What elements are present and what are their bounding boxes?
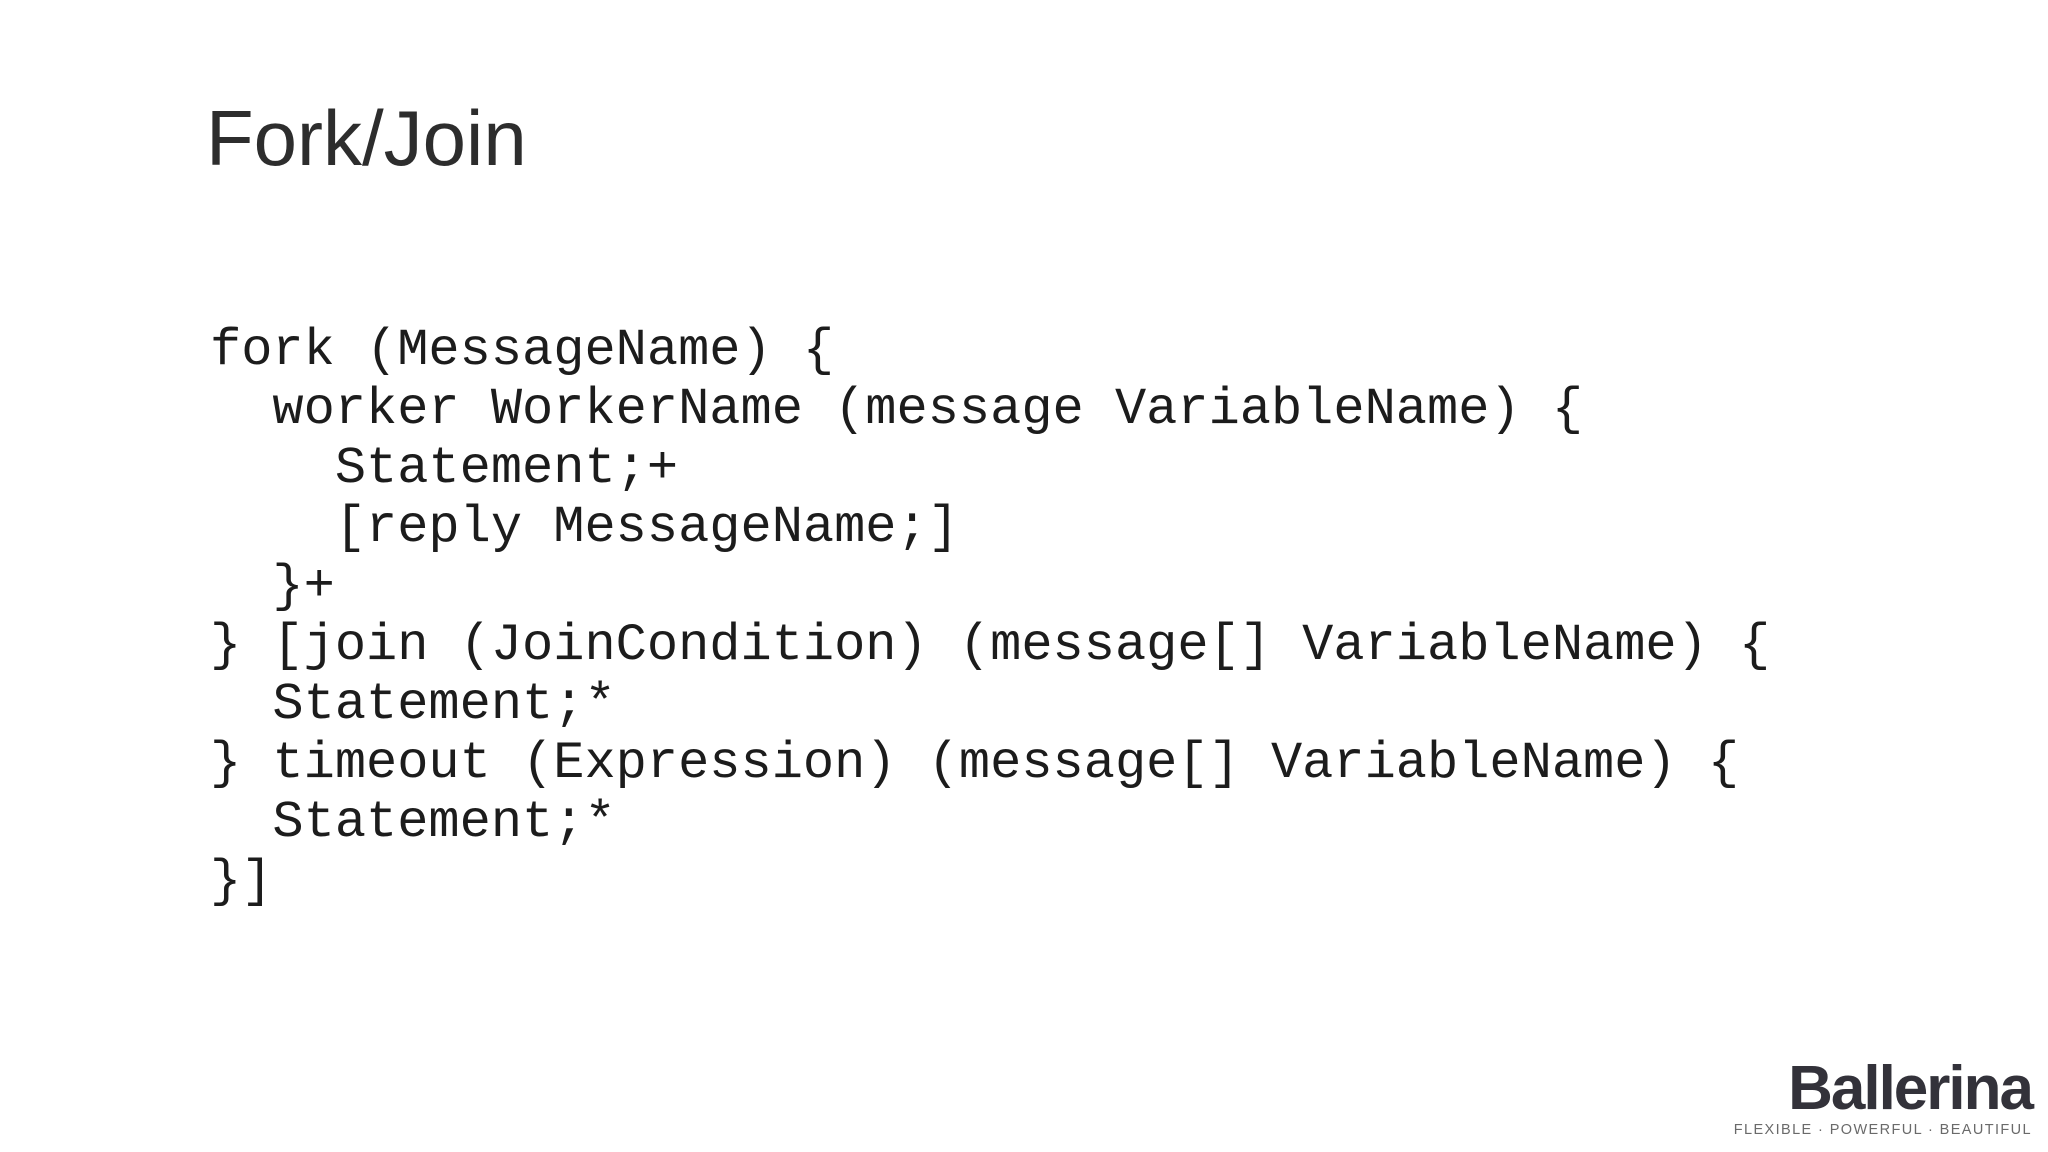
ballerina-logo: Ballerina FLEXIBLE · POWERFUL · BEAUTIFU… bbox=[1733, 1054, 2034, 1138]
code-line: Statement;* bbox=[210, 793, 616, 852]
code-line: }] bbox=[210, 852, 273, 911]
code-line: [reply MessageName;] bbox=[210, 498, 959, 557]
code-line: } timeout (Expression) (message[] Variab… bbox=[210, 734, 1740, 793]
code-line: worker WorkerName (message VariableName)… bbox=[210, 380, 1584, 439]
slide-title: Fork/Join bbox=[206, 94, 527, 182]
ballerina-wordmark: Ballerina bbox=[1788, 1054, 2034, 1123]
code-line: } [join (JoinCondition) (message[] Varia… bbox=[210, 616, 1771, 675]
code-block: fork (MessageName) { worker WorkerName (… bbox=[210, 321, 1770, 911]
ballerina-tagline: FLEXIBLE · POWERFUL · BEAUTIFUL bbox=[1733, 1122, 2032, 1138]
code-line: Statement;+ bbox=[210, 439, 679, 498]
code-line: }+ bbox=[210, 557, 335, 616]
code-line: fork (MessageName) { bbox=[210, 321, 835, 380]
code-line: Statement;* bbox=[210, 675, 616, 734]
